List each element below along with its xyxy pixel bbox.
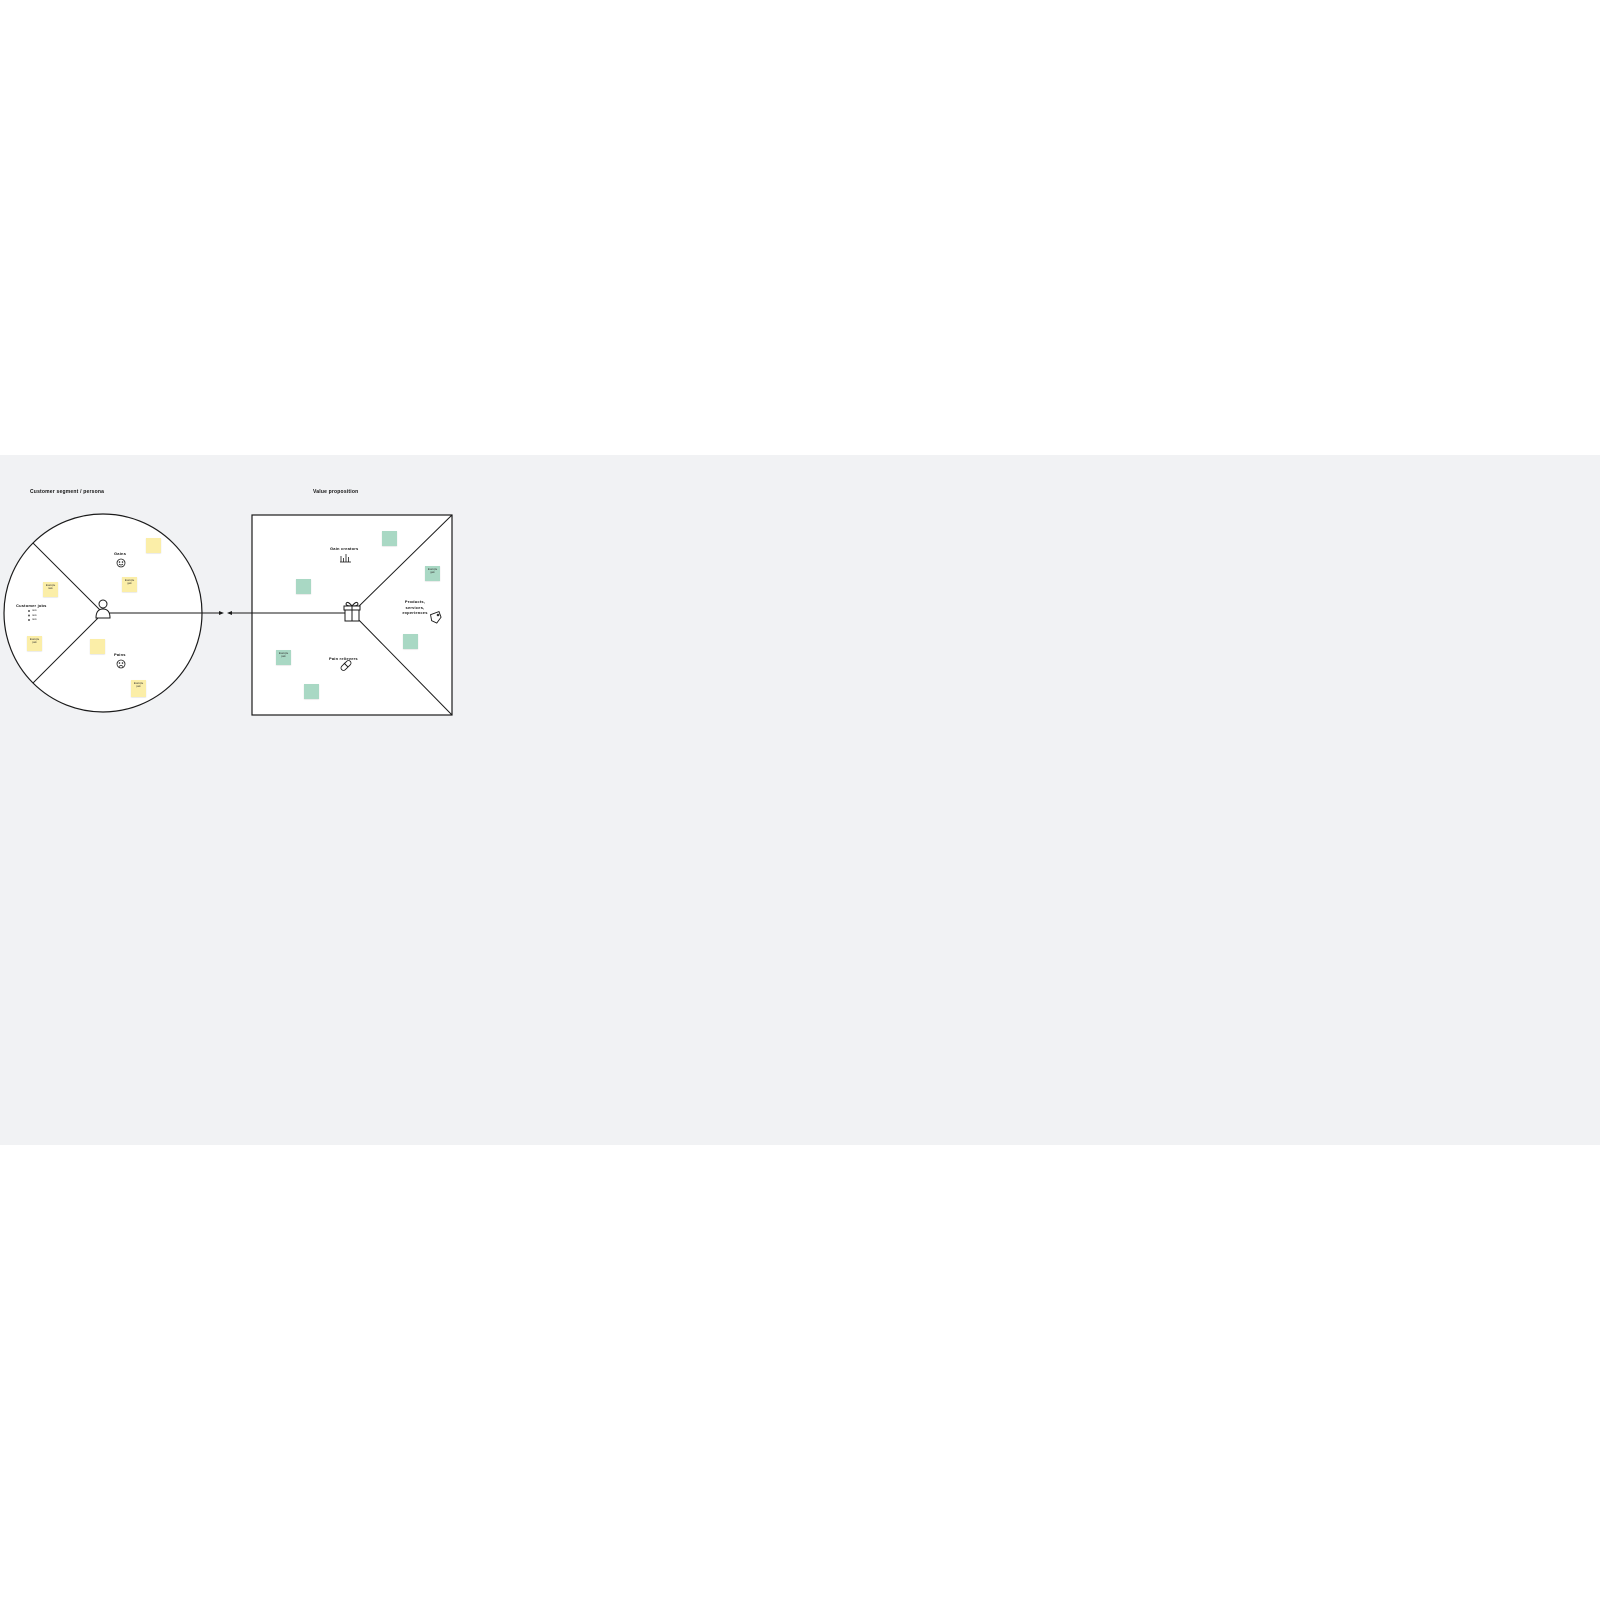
gains-label: Gains [114, 551, 127, 556]
sticky-note[interactable]: Example gain [425, 566, 440, 581]
user-icon [95, 599, 111, 619]
job-item: task [32, 613, 37, 617]
sticky-note[interactable]: Example task [43, 582, 58, 597]
gain-creators-label: Gain creators [330, 546, 359, 551]
divider-lower [32, 612, 104, 684]
divider-upper [32, 542, 104, 614]
value-proposition-title: Value proposition [313, 489, 359, 495]
sticky-note[interactable]: Example pain [276, 650, 291, 665]
frown-icon [116, 659, 126, 669]
pains-label: Pains [114, 652, 126, 657]
sticky-note[interactable] [296, 579, 311, 594]
job-item: task [32, 609, 37, 612]
value-divider-lower [351, 612, 453, 716]
customer-jobs-label: Customer jobs [16, 603, 47, 608]
job-list: task task task [32, 609, 37, 623]
sticky-note[interactable] [90, 639, 105, 654]
sticky-note[interactable]: Example gain [122, 577, 137, 592]
canvas-board[interactable]: Customer segment / persona Value proposi… [0, 455, 1600, 1145]
sticky-note[interactable] [304, 684, 319, 699]
pill-icon [340, 660, 352, 671]
sticky-note[interactable] [146, 538, 161, 553]
connector-arrow-left [219, 611, 224, 615]
sticky-note[interactable] [403, 634, 418, 649]
diagram-shapes [3, 513, 453, 716]
value-divider-upper [351, 514, 453, 614]
sticky-note[interactable]: Example pain [27, 636, 42, 651]
sticky-note[interactable] [382, 531, 397, 546]
products-services-label: Products, services, experiences [402, 599, 428, 615]
connector-arrow-right [227, 611, 232, 615]
sticky-note[interactable]: Example pain [131, 680, 146, 697]
customer-segment-title: Customer segment / persona [30, 489, 105, 495]
pain-relievers-label: Pain relievers [329, 656, 358, 661]
job-bullets [28, 610, 30, 621]
tag-icon [430, 611, 442, 624]
gift-icon [343, 601, 361, 622]
bar-chart-icon [340, 554, 351, 563]
smile-icon [116, 558, 126, 568]
job-item: task [32, 618, 37, 621]
